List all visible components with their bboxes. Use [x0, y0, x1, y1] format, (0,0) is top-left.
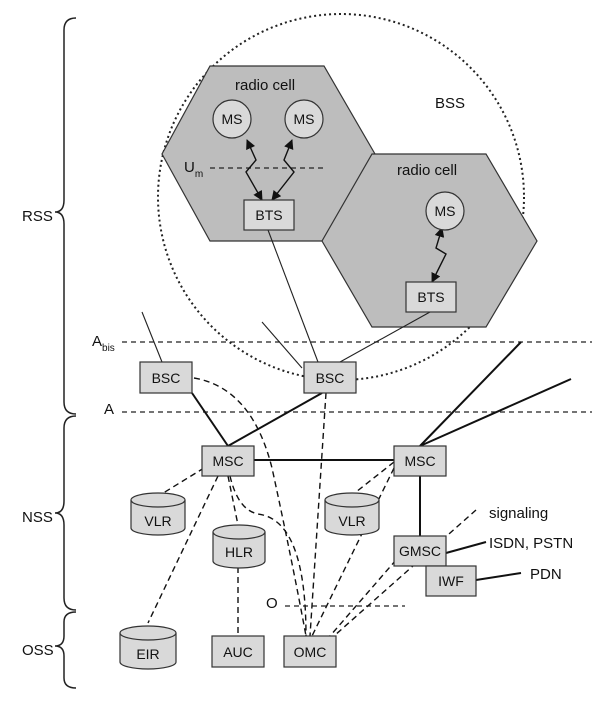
bsc-node-1-label: BSC — [152, 370, 181, 386]
ms-node-3 — [425, 191, 465, 231]
rss-label: RSS — [22, 208, 53, 225]
iwf-node — [425, 565, 477, 597]
isdn-pstn-label: ISDN, PSTN — [489, 535, 573, 552]
msc-node-1-label: MSC — [212, 453, 243, 469]
msc-node-1 — [201, 445, 255, 477]
nss-label: NSS — [22, 509, 53, 526]
iwf-node-label: IWF — [438, 573, 464, 589]
abis-label: Abis — [92, 333, 115, 354]
vlr-db-1-label: VLR — [144, 513, 171, 529]
bsc-node-2-label: BSC — [316, 370, 345, 386]
ms-node-1-label: MS — [222, 111, 243, 127]
link-signaling-omc — [333, 509, 477, 637]
link-bts2-bsc2 — [339, 311, 431, 363]
oss-brace — [54, 611, 77, 689]
dashed-links — [147, 377, 477, 637]
bts-node-1-label: BTS — [255, 207, 282, 223]
hlr-db-label: HLR — [225, 544, 253, 560]
bss-boundary — [157, 13, 525, 381]
link-bsc2-upstream — [261, 321, 303, 369]
bts-node-2 — [405, 281, 457, 313]
link-bsc1-msc1 — [191, 392, 229, 447]
msc-node-2 — [393, 445, 447, 477]
link-msc1-vlr1 — [159, 467, 205, 496]
omc-node — [283, 635, 337, 668]
bss-label: BSS — [435, 95, 465, 112]
a-label: A — [104, 401, 114, 418]
link-msc1-eir — [147, 475, 219, 624]
vlr-db-1: VLR — [130, 492, 186, 536]
radio-cell-2-label: radio cell — [397, 162, 457, 179]
eir-db: EIR — [119, 625, 177, 670]
auc-node-label: AUC — [223, 644, 253, 660]
link-msc2-omc — [311, 467, 395, 637]
link-msc2-upstream-1 — [419, 341, 522, 447]
o-label: O — [266, 595, 278, 612]
link-msc2-upstream-2 — [419, 378, 572, 447]
link-bsc2-omc — [309, 392, 327, 637]
ms-node-3-label: MS — [435, 203, 456, 219]
link-iwf-pdn — [475, 572, 522, 581]
pdn-label: PDN — [530, 566, 562, 583]
link-msc1-hlr — [227, 475, 239, 526]
radio-link-ms1-bts1 — [245, 139, 263, 201]
bts-node-1 — [243, 199, 295, 231]
radio-link-ms3-bts2 — [431, 227, 447, 283]
radio-link-ms2-bts1 — [271, 139, 295, 201]
vlr-db-2: VLR — [324, 492, 380, 536]
radio-cell-1-label: radio cell — [235, 77, 295, 94]
rss-brace — [54, 17, 77, 415]
bsc-node-2 — [303, 361, 357, 394]
vlr-db-2-label: VLR — [338, 513, 365, 529]
omc-node-label: OMC — [294, 644, 327, 660]
ms-node-1 — [212, 99, 252, 139]
gmsc-node-label: GMSC — [399, 543, 441, 559]
hlr-db: HLR — [212, 524, 266, 569]
eir-db-label: EIR — [136, 646, 159, 662]
link-gmsc-omc — [329, 559, 397, 637]
bsc-node-1 — [139, 361, 193, 394]
bts-node-2-label: BTS — [417, 289, 444, 305]
link-msc2-vlr2 — [355, 461, 395, 493]
auc-node — [211, 635, 265, 668]
msc-node-2-label: MSC — [404, 453, 435, 469]
um-label: Um — [184, 159, 203, 180]
gmsc-node — [393, 535, 447, 567]
link-bsc1-omc — [193, 377, 307, 637]
link-gmsc-isdn — [445, 541, 487, 554]
link-bts1-bsc2 — [267, 229, 319, 363]
ms-node-2 — [284, 99, 324, 139]
ms-node-2-label: MS — [294, 111, 315, 127]
link-bsc1-upstream — [141, 311, 163, 363]
link-bsc2-msc1 — [227, 392, 323, 447]
oss-label: OSS — [22, 642, 54, 659]
signaling-label: signaling — [489, 505, 548, 522]
nss-brace — [54, 415, 77, 611]
link-msc1-omc — [229, 475, 307, 637]
radio-cell-2 — [321, 153, 538, 328]
